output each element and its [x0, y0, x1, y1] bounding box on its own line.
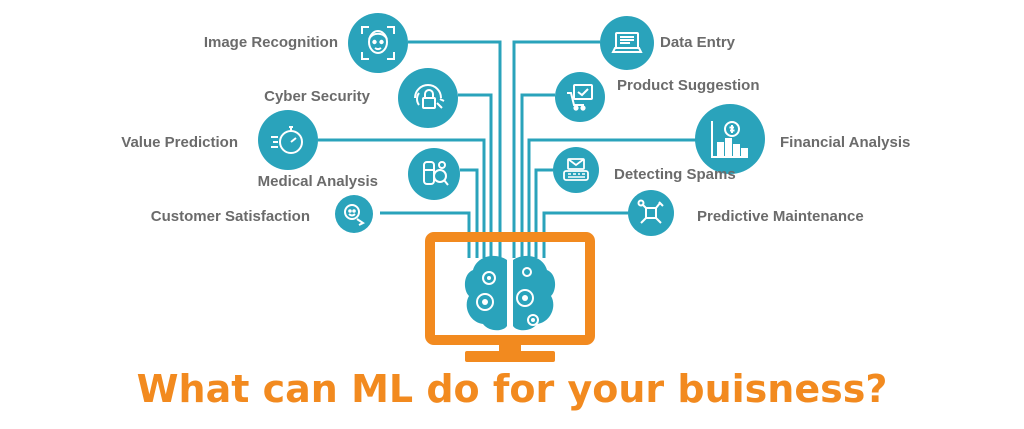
label-detecting-spams: Detecting Spams	[614, 166, 736, 183]
label-data-entry: Data Entry	[660, 34, 736, 51]
label-predictive-maintenance: Predictive Maintenance	[697, 208, 864, 225]
wire-image-recognition	[408, 40, 502, 258]
wire-product-suggestion	[520, 93, 555, 258]
label-cyber-security: Cyber Security	[264, 88, 370, 105]
wire-financial-analysis	[527, 138, 700, 258]
label-financial-analysis: Financial Analysis	[780, 134, 911, 151]
wire-value-prediction	[318, 138, 486, 258]
wire-customer-satisfaction	[380, 211, 471, 258]
lock-fingerprint-icon	[398, 68, 458, 128]
wire-cyber-security	[458, 93, 493, 258]
microscope-pills-icon	[408, 148, 460, 200]
monitor-brain-gears-icon	[425, 232, 595, 362]
label-customer-satisfaction: Customer Satisfaction	[150, 208, 310, 225]
brain-icon	[464, 255, 556, 331]
wire-detecting-spams	[534, 168, 553, 258]
stopwatch-icon	[258, 110, 318, 170]
wire-predictive-maintenance	[542, 211, 628, 258]
label-image-recognition: Image Recognition	[203, 34, 338, 51]
label-medical-analysis: Medical Analysis	[257, 173, 378, 190]
face-scan-icon	[348, 13, 408, 73]
label-value-prediction: Value Prediction	[121, 134, 238, 151]
wire-medical-analysis	[460, 168, 479, 258]
label-product-suggestion: Product Suggestion	[617, 77, 760, 94]
wrench-screwdriver-icon	[628, 190, 674, 236]
happy-customer-icon	[335, 195, 373, 233]
laptop-icon	[600, 16, 654, 70]
shopping-cart-board-icon	[555, 72, 605, 122]
money-chart-icon	[695, 104, 765, 174]
spam-mail-icon	[553, 147, 599, 193]
wire-data-entry	[512, 40, 600, 258]
page-title: What can ML do for your buisness?	[136, 367, 888, 411]
